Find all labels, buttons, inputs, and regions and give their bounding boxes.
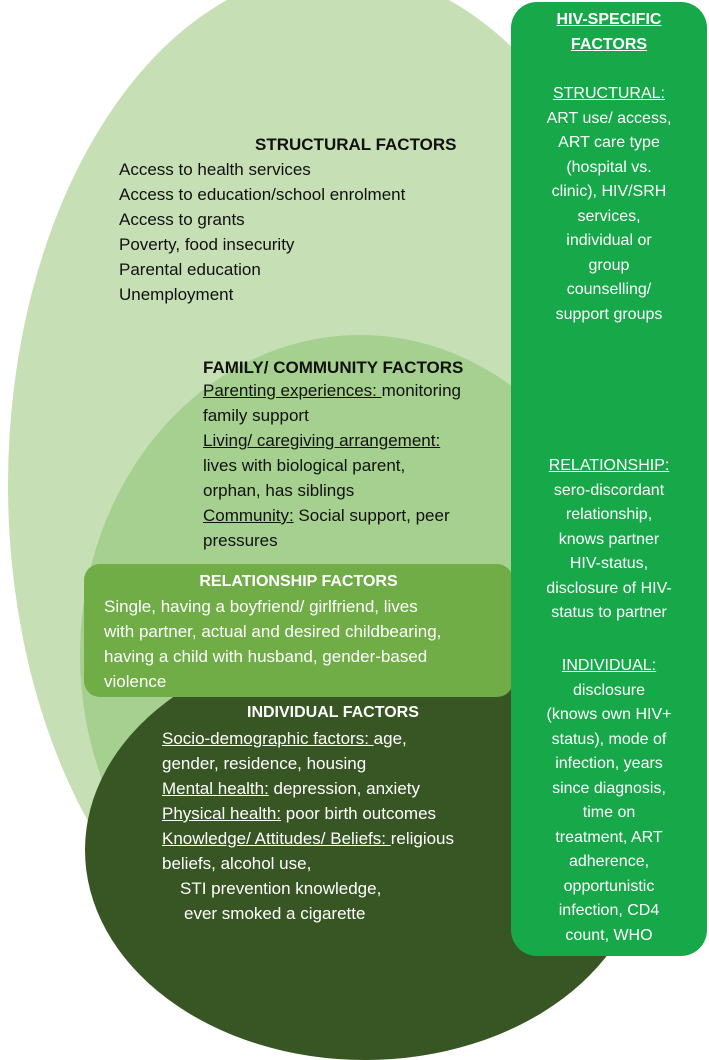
living-label-line: Living/ caregiving arrangement:: [203, 428, 503, 453]
hiv-specific-panel: [511, 2, 707, 956]
structural-title: STRUCTURAL FACTORS: [255, 135, 457, 154]
structural-item: Unemployment: [119, 285, 234, 304]
parenting-text: monitoring: [381, 381, 461, 400]
hiv-structural-line: group: [588, 256, 630, 274]
hiv-individual-line: infection, CD4: [558, 902, 660, 919]
living-text-1: lives with biological parent,: [203, 456, 406, 475]
hiv-relationship-line: HIV-status,: [569, 555, 649, 572]
knowledge-text: religious: [390, 829, 455, 848]
hiv-individual-label: INDIVIDUAL:: [561, 657, 657, 674]
knowledge-text-2: beliefs, alcohol use,: [162, 854, 312, 873]
living-label: Living/ caregiving arrangement:: [203, 431, 441, 450]
hiv-individual-line: status), mode of: [551, 730, 667, 748]
hiv-structural-line: ART use/ access,: [546, 109, 672, 127]
hiv-relationship-section: RELATIONSHIP: sero-discordant relationsh…: [511, 454, 707, 626]
hiv-individual-line: time on: [582, 804, 636, 821]
community-text: Social support, peer: [293, 506, 450, 525]
community-text-2: pressures: [203, 531, 278, 550]
parenting-label: Parenting experiences:: [203, 381, 382, 400]
socio-text-2: gender, residence, housing: [162, 754, 367, 773]
hiv-individual-line: opportunistic: [563, 877, 655, 895]
hiv-specific-title: HIV-SPECIFIC FACTORS: [511, 7, 707, 57]
hiv-relationship-line: status to partner: [551, 604, 667, 621]
physical-text: poor birth outcomes: [281, 804, 437, 823]
hiv-structural-label: STRUCTURAL:: [552, 85, 665, 102]
mental-label: Mental health:: [162, 779, 269, 798]
hiv-individual-line: since diagnosis,: [552, 779, 666, 797]
knowledge-label: Knowledge/ Attitudes/ Beliefs:: [162, 829, 391, 848]
family-title: FAMILY/ COMMUNITY FACTORS: [203, 358, 464, 377]
knowledge-text-4: ever smoked a cigarette: [184, 904, 366, 923]
hiv-structural-line: individual or: [566, 232, 652, 249]
community-label: Community:: [203, 506, 294, 525]
hiv-relationship-line: knows partner: [558, 530, 660, 548]
structural-item: Access to education/school enrolment: [119, 185, 406, 204]
hiv-relationship-line: relationship,: [565, 506, 653, 523]
hiv-relationship-line: sero-discordant: [553, 481, 665, 499]
hiv-relationship-line: disclosure of HIV-: [546, 579, 672, 597]
socio-line: Socio-demographic factors: age,: [162, 726, 507, 751]
hiv-structural-line: counselling/: [566, 281, 652, 298]
hiv-individual-line: infection, years: [555, 755, 663, 772]
hiv-individual-line: treatment, ART: [555, 828, 663, 846]
relationship-line: having a child with husband, gender-base…: [104, 647, 428, 666]
hiv-structural-line: clinic), HIV/SRH: [551, 183, 667, 200]
knowledge-text-3: STI prevention knowledge,: [180, 879, 382, 898]
physical-label: Physical health:: [162, 804, 282, 823]
relationship-title: RELATIONSHIP FACTORS: [199, 573, 398, 590]
relationship-line: with partner, actual and desired childbe…: [104, 622, 442, 641]
knowledge-line: Knowledge/ Attitudes/ Beliefs: religious: [162, 826, 507, 851]
socio-text: age,: [373, 729, 407, 748]
relationship-line: Single, having a boyfriend/ girlfriend, …: [104, 597, 418, 616]
hiv-individual-line: adherence,: [568, 853, 650, 870]
family-parenting-line: Parenting experiences: monitoring: [203, 378, 503, 403]
hiv-individual-line: count, WHO: [565, 926, 653, 944]
hiv-structural-line: services,: [577, 207, 641, 225]
socio-label: Socio-demographic factors:: [162, 729, 374, 748]
hiv-structural-section: STRUCTURAL: ART use/ access, ART care ty…: [511, 82, 707, 327]
hiv-individual-line: disclosure: [572, 681, 646, 699]
living-text-2: orphan, has siblings: [203, 481, 355, 500]
structural-item: Access to grants: [119, 210, 245, 229]
hiv-structural-line: ART care type: [558, 134, 660, 151]
mental-text: depression, anxiety: [268, 779, 420, 798]
structural-list: Access to health services Access to educ…: [119, 157, 405, 307]
hiv-structural-line: support groups: [555, 305, 663, 323]
hiv-title-line-1: HIV-SPECIFIC: [556, 11, 662, 28]
relationship-body: Single, having a boyfriend/ girlfriend, …: [104, 594, 504, 694]
structural-item: Parental education: [119, 260, 261, 279]
individual-body: Socio-demographic factors: age, gender, …: [162, 726, 507, 926]
community-line: Community: Social support, peer: [203, 503, 503, 528]
structural-item: Access to health services: [119, 160, 311, 179]
relationship-box: [84, 564, 513, 697]
hiv-structural-line: (hospital vs.: [566, 158, 652, 176]
structural-item: Poverty, food insecurity: [119, 235, 295, 254]
physical-line: Physical health: poor birth outcomes: [162, 801, 507, 826]
hiv-individual-line: (knows own HIV+: [546, 706, 672, 723]
relationship-line: violence: [104, 672, 167, 691]
mental-line: Mental health: depression, anxiety: [162, 776, 507, 801]
individual-title: INDIVIDUAL FACTORS: [247, 704, 419, 721]
family-parenting-line-2: family support: [203, 406, 309, 425]
hiv-title-line-2: FACTORS: [570, 36, 648, 53]
hiv-individual-section: INDIVIDUAL: disclosure (knows own HIV+ s…: [511, 654, 707, 948]
family-body: Parenting experiences: monitoring family…: [203, 378, 503, 553]
hiv-relationship-label: RELATIONSHIP:: [548, 457, 670, 474]
